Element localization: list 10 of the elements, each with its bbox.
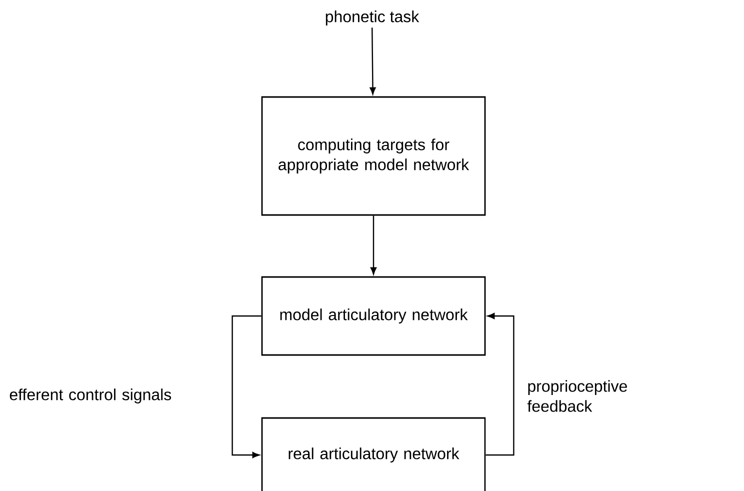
- input-label: phonetic task: [326, 10, 420, 26]
- process-box: model articulatory network: [261, 276, 486, 356]
- edge-label: proprioceptive feedback: [527, 380, 627, 412]
- process-box: computing targets for appropriate model network: [261, 96, 486, 216]
- arrow: [232, 315, 262, 458]
- process-box: real articulatory network: [261, 417, 486, 491]
- edge-label: efferent control signals: [10, 388, 172, 404]
- arrow: [486, 312, 514, 456]
- arrow: [370, 28, 376, 95]
- arrow: [370, 216, 377, 275]
